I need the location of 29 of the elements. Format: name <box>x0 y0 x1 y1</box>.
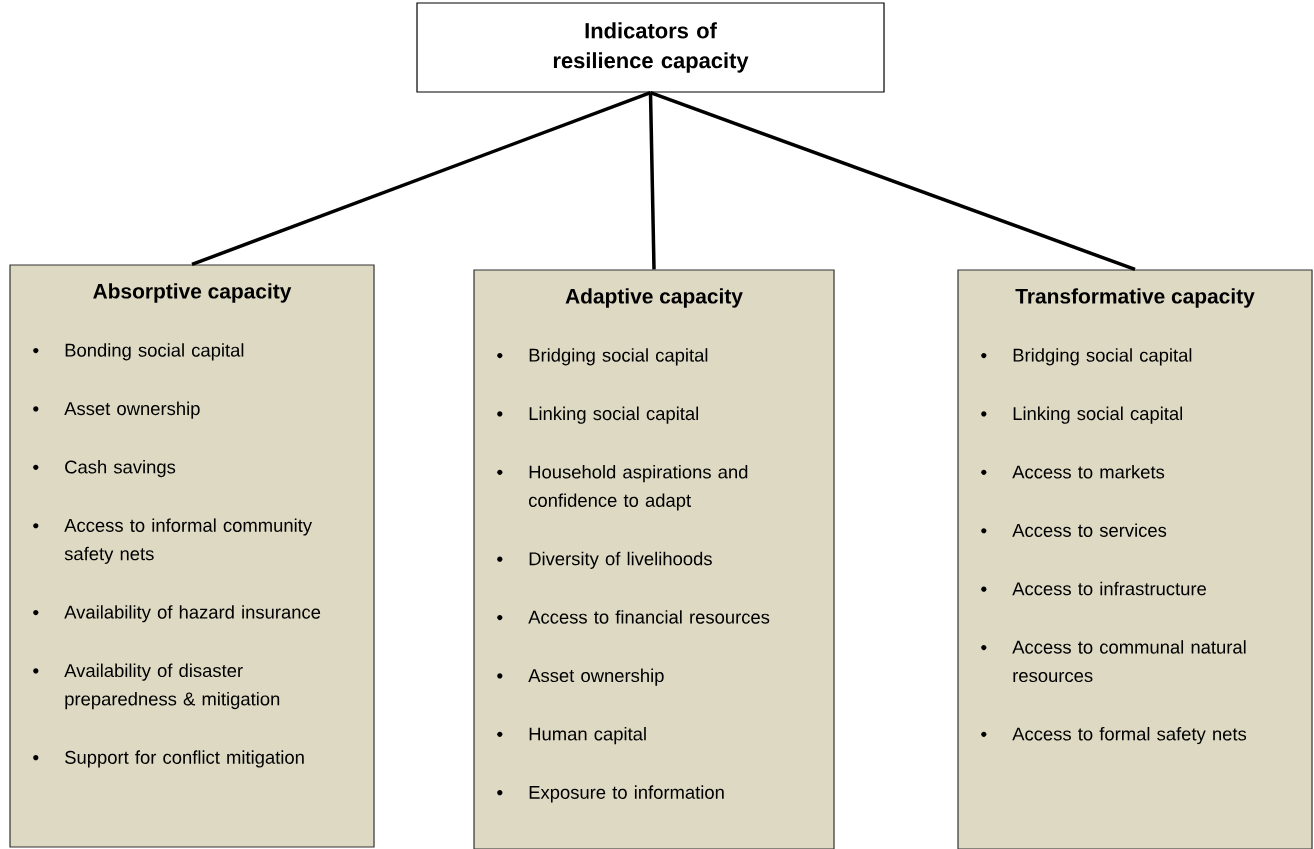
bullet-item: Human capital <box>497 726 646 745</box>
bullet-item: Asset ownership <box>33 401 200 419</box>
bullet-item: Support for conflict mitigation <box>33 750 304 768</box>
bullet-item: Access to services <box>981 523 1167 537</box>
box-heading: Adaptive capacity <box>565 288 743 308</box>
bullet-item: Linking social capital <box>981 406 1182 424</box>
bullet-item: Access to formal safety nets <box>981 726 1247 745</box>
bullet-item: Household aspirations and confidence to adapt <box>497 465 748 511</box>
bullet-item: Bonding social capital <box>33 343 244 361</box>
bullet-item: Access to financial resources <box>497 610 770 624</box>
bullet-item: Access to markets <box>981 465 1165 479</box>
bullet-item: Cash savings <box>33 460 176 478</box>
connector-line <box>648 92 656 270</box>
box-heading: Absorptive capacity <box>93 283 292 303</box>
bullet-item: Exposure to information <box>497 785 724 803</box>
bullet-item: Availability of hazard insurance <box>33 605 321 623</box>
connector-line <box>649 90 1136 272</box>
bullet-item: Access to infrastructure <box>981 581 1206 596</box>
bullet-item: Linking social capital <box>497 406 698 424</box>
title-box: Indicators of resilience capacity <box>416 2 885 93</box>
box-heading: Transformative capacity <box>1015 288 1255 308</box>
bullet-item: Asset ownership <box>497 668 664 686</box>
bullet-item: Bridging social capital <box>497 348 708 366</box>
connector-line <box>191 90 652 267</box>
bullet-item: Access to communal natural resources <box>981 640 1246 683</box>
bullet-item: Access to informal community safety nets <box>33 518 312 564</box>
bullet-item: Diversity of livelihoods <box>497 551 712 569</box>
bullet-item: Bridging social capital <box>981 348 1192 366</box>
bullet-item: Availability of disaster preparedness & mitigation <box>33 663 280 710</box>
